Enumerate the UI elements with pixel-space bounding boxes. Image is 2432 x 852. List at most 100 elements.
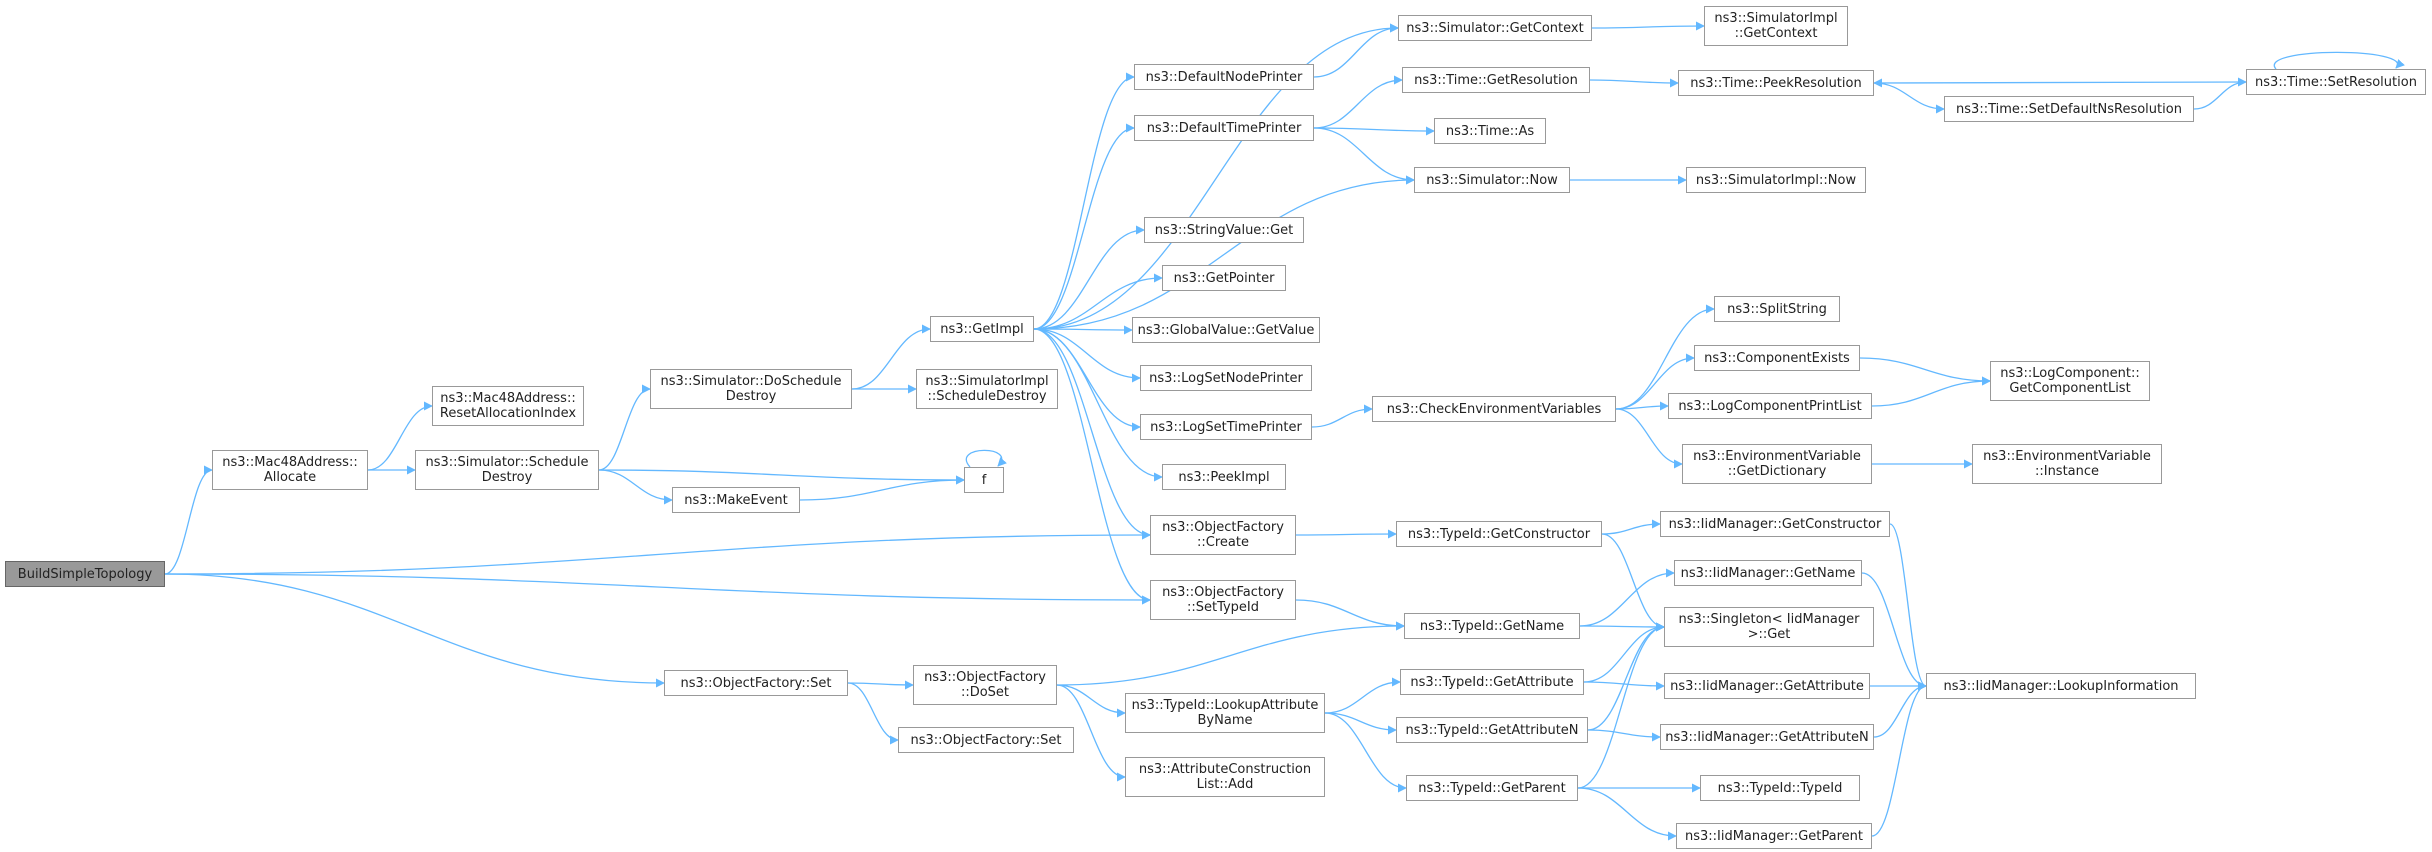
node-typeid-getconstructor[interactable]: ns3::TypeId::GetConstructor: [1396, 521, 1602, 547]
node-typeid-getattribute[interactable]: ns3::TypeId::GetAttribute: [1400, 669, 1584, 695]
node-label: Allocate: [263, 470, 317, 485]
node-label: ns3::ObjectFactory: [1162, 520, 1284, 535]
edge-sim_getcontext-to-simimpl_getcontext: [1591, 21, 1705, 31]
edge-typeid_lookupattr-to-typeid_getparent: [1324, 712, 1407, 793]
edge-sim_schedule_destroy-to-f: [598, 469, 965, 485]
node-label: ns3::SimulatorImpl: [925, 374, 1049, 389]
edge-typeid_getconstructor-to-iid_getconstructor: [1601, 519, 1661, 535]
node-label: List::Add: [1196, 777, 1254, 792]
node-time-setresolution[interactable]: ns3::Time::SetResolution: [2246, 69, 2426, 95]
node-iidmanager-getconstructor[interactable]: ns3::IidManager::GetConstructor: [1660, 511, 1890, 537]
node-objectfactory-doset[interactable]: ns3::ObjectFactory::DoSet: [913, 665, 1057, 705]
node-objectfactory-create[interactable]: ns3::ObjectFactory::Create: [1150, 515, 1296, 555]
node-label: ns3::DefaultTimePrinter: [1146, 120, 1302, 136]
node-mac48address-allocate[interactable]: ns3::Mac48Address::Allocate: [212, 450, 368, 490]
node-mac48address-resetallocationindex[interactable]: ns3::Mac48Address::ResetAllocationIndex: [432, 386, 584, 426]
node-peekimpl[interactable]: ns3::PeekImpl: [1162, 464, 1286, 490]
node-label: ns3::Mac48Address::: [222, 455, 358, 470]
node-defaulttimeprinter[interactable]: ns3::DefaultTimePrinter: [1134, 115, 1314, 141]
node-time-getresolution[interactable]: ns3::Time::GetResolution: [1402, 67, 1590, 93]
node-iidmanager-getattributen[interactable]: ns3::IidManager::GetAttributeN: [1660, 724, 1874, 750]
node-componentexists[interactable]: ns3::ComponentExists: [1694, 345, 1860, 371]
edge-sim_schedule_destroy-to-sim_do_schedule_destroy: [598, 384, 651, 471]
node-getimpl[interactable]: ns3::GetImpl: [930, 316, 1034, 342]
node-label: ns3::EnvironmentVariable: [1693, 449, 1861, 464]
node-label: ns3::CheckEnvironmentVariables: [1386, 401, 1602, 417]
edge-root-to-of_create: [164, 530, 1151, 575]
node-globalvalue-getvalue[interactable]: ns3::GlobalValue::GetValue: [1132, 317, 1320, 343]
edge-of_create-to-typeid_getconstructor: [1295, 529, 1397, 539]
node-environmentvariable-instance[interactable]: ns3::EnvironmentVariable::Instance: [1972, 444, 2162, 484]
edge-check_env_vars-to-component_exists: [1615, 353, 1695, 410]
node-logsetnodeprinter[interactable]: ns3::LogSetNodePrinter: [1140, 365, 1312, 391]
node-label: ns3::Simulator::GetContext: [1406, 20, 1584, 36]
edge-iid_getconstructor-to-iid_lookupinfo: [1889, 523, 1927, 691]
node-makeevent[interactable]: ns3::MakeEvent: [672, 487, 800, 513]
node-label: ns3::EnvironmentVariable: [1983, 449, 2151, 464]
node-typeid-getname[interactable]: ns3::TypeId::GetName: [1404, 613, 1580, 639]
edge-time_peekresolution-to-time_setdefaultns: [1873, 82, 1945, 114]
edge-typeid_getconstructor-to-singleton_get: [1601, 533, 1665, 632]
node-iidmanager-getname[interactable]: ns3::IidManager::GetName: [1674, 560, 1862, 586]
node-build-simple-topology: BuildSimpleTopology: [5, 561, 165, 587]
node-getpointer[interactable]: ns3::GetPointer: [1162, 265, 1286, 291]
edge-sim_do_schedule_destroy-to-get_impl: [851, 324, 931, 390]
node-checkenvironmentvariables[interactable]: ns3::CheckEnvironmentVariables: [1372, 396, 1616, 422]
node-label: ByName: [1197, 713, 1253, 728]
edge-get_impl-to-get_pointer: [1033, 273, 1163, 330]
node-iidmanager-getattribute[interactable]: ns3::IidManager::GetAttribute: [1664, 673, 1870, 699]
edge-typeid_lookupattr-to-typeid_getattribute: [1324, 677, 1401, 714]
edge-sim_schedule_destroy-to-make_event: [598, 469, 673, 505]
edge-typeid_getparent-to-iid_getparent: [1577, 787, 1677, 841]
edge-get_impl-to-default_node_printer: [1033, 72, 1135, 330]
node-iidmanager-getparent[interactable]: ns3::IidManager::GetParent: [1676, 823, 1872, 849]
node-label: ns3::Time::As: [1445, 123, 1535, 139]
node-simulatorimpl-now[interactable]: ns3::SimulatorImpl::Now: [1686, 167, 1866, 193]
edge-of_doset-to-typeid_lookupattr: [1056, 684, 1126, 718]
node-time-peekresolution[interactable]: ns3::Time::PeekResolution: [1678, 70, 1874, 96]
node-typeid-getparent[interactable]: ns3::TypeId::GetParent: [1406, 775, 1578, 801]
node-singleton-iidmanager-get[interactable]: ns3::Singleton< IidManager >::Get: [1664, 607, 1874, 647]
edge-of_settypeid-to-typeid_getname: [1295, 599, 1405, 631]
node-logsettimeprinter[interactable]: ns3::LogSetTimePrinter: [1140, 414, 1312, 440]
node-typeid-typeid[interactable]: ns3::TypeId::TypeId: [1700, 775, 1860, 801]
node-label: ns3::Simulator::Now: [1426, 172, 1558, 188]
node-typeid-getattributen[interactable]: ns3::TypeId::GetAttributeN: [1396, 717, 1588, 743]
edge-iid_getname-to-iid_lookupinfo: [1861, 572, 1927, 691]
node-label: ns3::LogComponent::: [2000, 366, 2140, 381]
node-simulator-getcontext[interactable]: ns3::Simulator::GetContext: [1398, 15, 1592, 41]
node-simulator-now[interactable]: ns3::Simulator::Now: [1414, 167, 1570, 193]
node-label: ns3::Simulator::Schedule: [425, 455, 589, 470]
node-time-setdefaultnsresolution[interactable]: ns3::Time::SetDefaultNsResolution: [1944, 96, 2194, 122]
edge-get_impl-to-sim_getcontext: [1033, 23, 1399, 330]
node-iidmanager-lookupinformation[interactable]: ns3::IidManager::LookupInformation: [1926, 673, 2196, 699]
node-time-as[interactable]: ns3::Time::As: [1434, 118, 1546, 144]
node-label: ns3::PeekImpl: [1178, 469, 1270, 485]
node-defaultnodeprinter[interactable]: ns3::DefaultNodePrinter: [1134, 64, 1314, 90]
edge-time_setresolution-to-time_peekresolution: [1873, 78, 2247, 88]
node-objectfactory-settypeid[interactable]: ns3::ObjectFactory::SetTypeId: [1150, 580, 1296, 620]
node-label: ns3::GetPointer: [1173, 270, 1275, 286]
edge-default_time_printer-to-sim_now: [1313, 127, 1415, 185]
node-stringvalue-get[interactable]: ns3::StringValue::Get: [1144, 217, 1304, 243]
node-label: ::GetContext: [1734, 26, 1818, 41]
node-logcomponent-getcomponentlist[interactable]: ns3::LogComponent::GetComponentList: [1990, 361, 2150, 401]
node-label: ns3::ObjectFactory::Set: [910, 732, 1062, 748]
node-environmentvariable-getdictionary[interactable]: ns3::EnvironmentVariable::GetDictionary: [1682, 444, 1872, 484]
node-simulatorimpl-getcontext[interactable]: ns3::SimulatorImpl::GetContext: [1704, 6, 1848, 46]
node-objectfactory-set[interactable]: ns3::ObjectFactory::Set: [664, 670, 848, 696]
node-f[interactable]: f: [964, 467, 1004, 493]
node-simulatorimpl-scheduledestroy[interactable]: ns3::SimulatorImpl::ScheduleDestroy: [916, 369, 1058, 409]
node-label: ns3::GetImpl: [940, 321, 1024, 337]
node-splitstring[interactable]: ns3::SplitString: [1714, 296, 1840, 322]
edge-check_env_vars-to-log_component_print_list: [1615, 401, 1669, 411]
node-label: ns3::TypeId::GetConstructor: [1407, 526, 1591, 542]
node-logcomponentprintlist[interactable]: ns3::LogComponentPrintList: [1668, 393, 1872, 419]
node-objectfactory-set-overload[interactable]: ns3::ObjectFactory::Set: [898, 727, 1074, 753]
node-label: ns3::TypeId::GetAttribute: [1410, 674, 1574, 690]
